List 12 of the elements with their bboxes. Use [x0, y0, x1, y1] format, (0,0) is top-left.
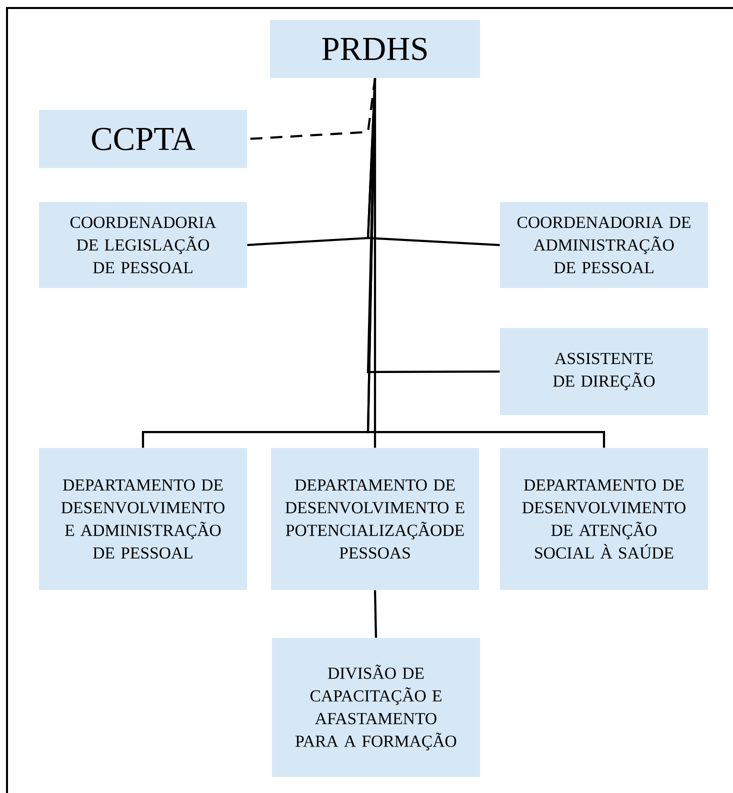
org-box: ASSISTENTE DE DIREÇÃO [500, 328, 708, 415]
connector-line [366, 78, 500, 246]
org-box: DIVISÃO DE CAPACITAÇÃO E AFASTAMENTO PARA A FORMAÇÃO [272, 638, 480, 777]
connector-line [366, 78, 606, 448]
org-box: CCPTA [39, 110, 247, 168]
org-box: DEPARTAMENTO DE DESENVOLVIMENTO E ADMINISTRAÇÃO DE PESSOAL [39, 448, 247, 590]
org-box: PRDHS [270, 20, 480, 78]
org-box: COORDENADORIA DE LEGISLAÇÃO DE PESSOAL [39, 202, 247, 288]
org-box: DEPARTAMENTO DE DESENVOLVIMENTO E POTENCIALIZAÇÃODE PESSOAS [271, 448, 479, 590]
org-box: DEPARTAMENTO DE DESENVOLVIMENTO DE ATENÇÃO SOCIAL À SAÚDE [500, 448, 708, 590]
connector-line [374, 590, 378, 638]
org-box: COORDENADORIA DE ADMINISTRAÇÃO DE PESSOAL [500, 202, 708, 288]
